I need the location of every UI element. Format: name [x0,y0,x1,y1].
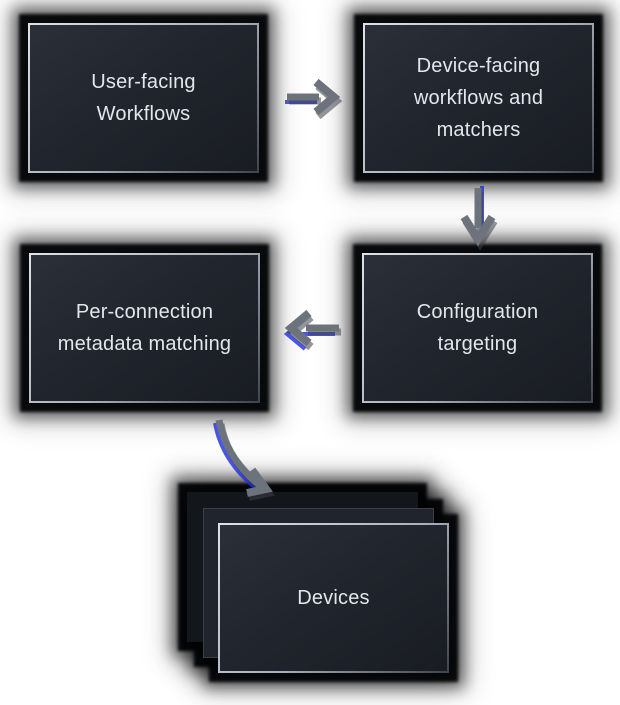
node-per-connection-metadata-matching: Per-connection metadata matching [29,253,260,403]
arrow-per-connection-to-devices [213,419,275,501]
node-configuration-targeting: Configuration targeting [362,253,593,403]
arrow-device-facing-to-configuration [460,186,498,251]
node-label-device-facing-workflows: Device-facing workflows and matchers [413,55,544,141]
arrow-configuration-to-per-connection [283,309,341,351]
node-label-configuration-targeting: Configuration targeting [416,301,539,355]
node-device-facing-workflows: Device-facing workflows and matchers [363,23,594,173]
node-label-devices: Devices [297,587,370,609]
node-label-per-connection-metadata-matching: Per-connection metadata matching [57,301,232,355]
node-label-user-facing-workflows: User-facing Workflows [91,71,196,125]
node-devices: Devices [218,523,449,673]
arrow-user-to-device-facing [285,78,343,120]
node-user-facing-workflows: User-facing Workflows [28,23,259,173]
